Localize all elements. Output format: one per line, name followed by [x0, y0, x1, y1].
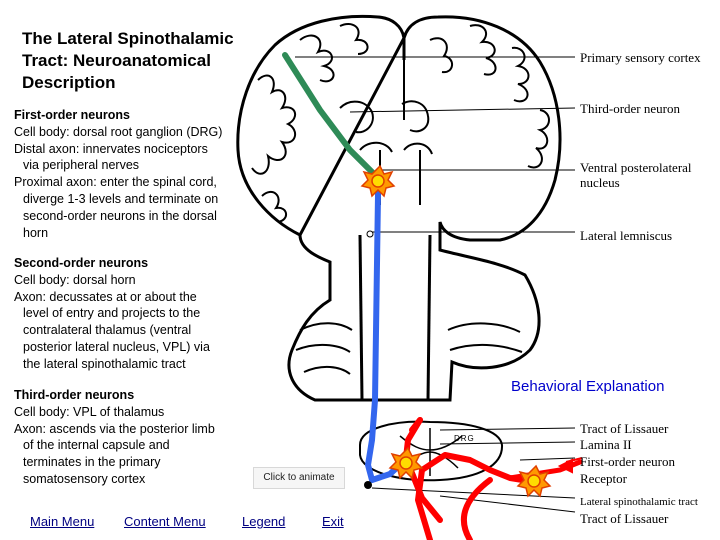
leader-tract-of-lissauer-2	[439, 495, 576, 513]
label-first-order-neuron: First-order neuron	[580, 454, 675, 469]
description-line: the lateral spinothalamic tract	[23, 356, 186, 371]
description-line: contralateral thalamus (ventral	[23, 323, 192, 338]
dorsal-horn-neuron-body	[388, 446, 424, 480]
label-lateral-lemniscus: Lateral lemniscus	[580, 228, 673, 243]
cerebellum-folds	[295, 322, 523, 375]
third-order-description: Third-order neurons Cell body: VPL of th…	[14, 387, 215, 488]
description-line: Cell body: VPL of thalamus	[14, 404, 165, 419]
animate-button[interactable]: Click to animate	[253, 467, 345, 489]
description-line: terminates in the primary	[23, 455, 161, 470]
spinal-cord-outline	[359, 420, 504, 482]
description-line: Axon: decussates at or about the	[14, 289, 197, 304]
label-primary-sensory-cortex: Primary sensory cortex	[580, 50, 701, 65]
content-menu-link[interactable]: Content Menu	[124, 514, 206, 529]
second-order-description: Second-order neurons Cell body: dorsal h…	[14, 255, 210, 373]
description-line: somatosensory cortex	[23, 471, 146, 486]
brainstem-left	[358, 234, 364, 401]
neuron-bodies	[360, 164, 578, 498]
description-line: horn	[23, 225, 49, 240]
first-order-pathway-descend	[409, 417, 423, 433]
drg-neuron-body	[516, 464, 552, 498]
third-order-heading: Third-order neurons	[14, 388, 135, 402]
receptor-ending	[557, 457, 583, 474]
legend-link[interactable]: Legend	[242, 514, 286, 529]
second-order-heading: Second-order neurons	[14, 256, 149, 270]
label-receptor: Receptor	[580, 471, 627, 486]
leader-lamina-ii	[439, 441, 576, 445]
label-vpl-nucleus: Ventral posterolateral nucleus	[580, 160, 692, 190]
slide-title: The Lateral Spinothalamic Tract: Neuroan…	[22, 29, 234, 92]
first-order-pathway-loop	[415, 452, 538, 540]
leader-first-order-neuron	[519, 457, 576, 461]
first-order-description: First-order neurons Cell body: dorsal ro…	[14, 107, 222, 241]
receptor-neuron-body	[546, 450, 578, 480]
leader-tract-of-lissauer-1	[439, 427, 576, 431]
description-line: Cell body: dorsal horn	[14, 272, 136, 287]
description-line: second-order neurons in the dorsal	[23, 208, 217, 223]
label-lateral-spinothalamic-tract: Lateral spinothalamic tract	[580, 496, 698, 508]
description-line: Axon: ascends via the posterior limb	[14, 421, 215, 436]
label-drg: DRG	[454, 434, 475, 443]
description-line: diverge 1-3 levels and terminate on	[23, 191, 219, 206]
description-line: level of entry and projects to the	[23, 306, 201, 321]
description-line: via peripheral nerves	[23, 158, 140, 173]
description-line: Proximal axon: enter the spinal cord,	[14, 175, 217, 190]
description-line: Distal axon: innervates nociceptors	[14, 141, 208, 156]
leader-third-order-neuron	[349, 107, 576, 113]
lemniscus-marker	[366, 230, 374, 238]
gyri-left	[251, 22, 369, 223]
gyri-right	[429, 24, 550, 169]
description-line: Cell body: dorsal root ganglion (DRG)	[14, 124, 223, 139]
first-order-lines: Cell body: dorsal root ganglion (DRG) Dis…	[14, 124, 222, 242]
third-order-pathway	[282, 52, 381, 181]
description-line: posterior lateral nucleus, VPL) via	[23, 339, 210, 354]
first-order-heading: First-order neurons	[14, 108, 130, 122]
behavioral-explanation-link[interactable]: Behavioral Explanation	[511, 378, 665, 395]
main-menu-link[interactable]: Main Menu	[30, 514, 95, 529]
label-third-order-neuron: Third-order neuron	[580, 101, 680, 116]
description-line: of the internal capsule and	[23, 438, 170, 453]
vpl-neuron-body	[360, 164, 396, 198]
exit-link[interactable]: Exit	[322, 514, 344, 529]
synapse-dot	[364, 481, 372, 489]
grey-matter	[399, 428, 463, 476]
label-lamina-ii: Lamina II	[580, 437, 632, 452]
label-tract-of-lissauer-bottom: Tract of Lissauer	[580, 511, 669, 526]
brainstem-right	[426, 234, 432, 401]
label-tract-of-lissauer-top: Tract of Lissauer	[580, 421, 669, 436]
second-order-pathway	[365, 175, 408, 483]
